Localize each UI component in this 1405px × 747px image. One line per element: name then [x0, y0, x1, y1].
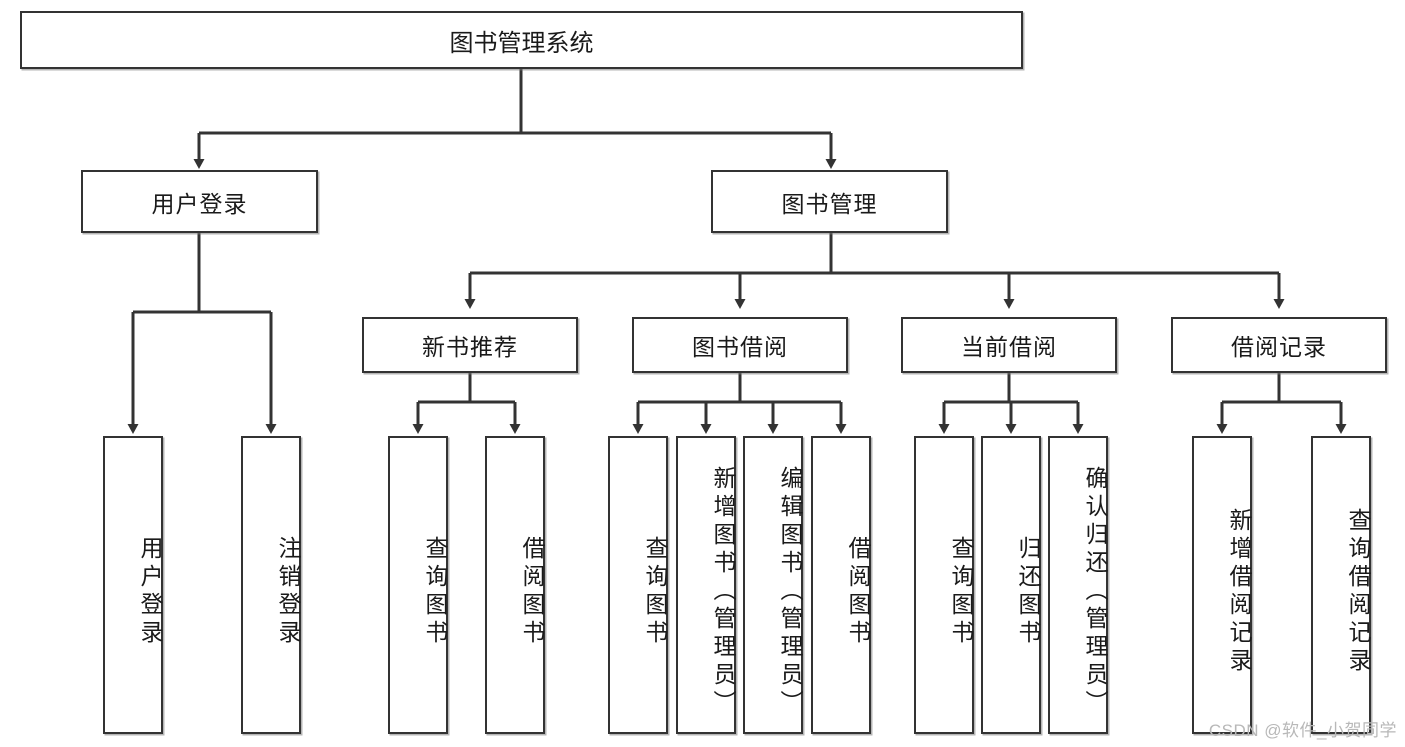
node-label: 新增图书（管理员） [710, 466, 736, 718]
leaf-user-login-login[interactable]: 用户登录 [103, 436, 163, 734]
node-user-login[interactable]: 用户登录 [81, 170, 318, 233]
node-label: 用户登录 [151, 190, 248, 217]
node-label: 图书借阅 [692, 334, 788, 360]
leaf-current-borrow-return[interactable]: 归还图书 [981, 436, 1041, 734]
node-label: 用户登录 [137, 536, 163, 648]
leaf-current-borrow-query[interactable]: 查询图书 [914, 436, 974, 734]
node-label: 查询图书 [948, 536, 974, 648]
node-label: 当前借阅 [961, 334, 1057, 360]
leaf-new-book-borrow[interactable]: 借阅图书 [485, 436, 545, 734]
node-label: 新增借阅记录 [1226, 508, 1252, 676]
leaf-borrow-record-query[interactable]: 查询借阅记录 [1311, 436, 1371, 734]
node-label: 新书推荐 [422, 334, 518, 360]
csdn-watermark: CSDN @软件_小贺同学 [1208, 721, 1397, 740]
leaf-book-borrow-add[interactable]: 新增图书（管理员） [676, 436, 736, 734]
leaf-borrow-record-add[interactable]: 新增借阅记录 [1192, 436, 1252, 734]
node-label: 借阅图书 [845, 536, 871, 648]
node-label: 确认归还（管理员） [1082, 466, 1108, 718]
node-label: 图书管理 [781, 190, 878, 217]
leaf-user-login-logout[interactable]: 注销登录 [241, 436, 301, 734]
node-label: 查询图书 [422, 536, 448, 648]
leaf-book-borrow-borrow[interactable]: 借阅图书 [811, 436, 871, 734]
leaf-book-borrow-query[interactable]: 查询图书 [608, 436, 668, 734]
node-root-book-management-system[interactable]: 图书管理系统 [20, 11, 1023, 69]
node-label: 编辑图书（管理员） [777, 466, 803, 718]
node-label: 查询图书 [642, 536, 668, 648]
node-label: 借阅图书 [519, 536, 545, 648]
leaf-current-borrow-confirm-return[interactable]: 确认归还（管理员） [1048, 436, 1108, 734]
node-label: 图书管理系统 [449, 29, 594, 57]
node-book-borrow[interactable]: 图书借阅 [632, 317, 848, 373]
node-label: 归还图书 [1015, 536, 1041, 648]
leaf-book-borrow-edit[interactable]: 编辑图书（管理员） [743, 436, 803, 734]
node-label: 注销登录 [275, 536, 301, 648]
node-current-borrow[interactable]: 当前借阅 [901, 317, 1117, 373]
node-label: 借阅记录 [1231, 334, 1327, 360]
node-book-management[interactable]: 图书管理 [711, 170, 948, 233]
node-borrow-record[interactable]: 借阅记录 [1171, 317, 1387, 373]
leaf-new-book-query[interactable]: 查询图书 [388, 436, 448, 734]
node-label: 查询借阅记录 [1345, 508, 1371, 676]
node-new-book-recommend[interactable]: 新书推荐 [362, 317, 578, 373]
